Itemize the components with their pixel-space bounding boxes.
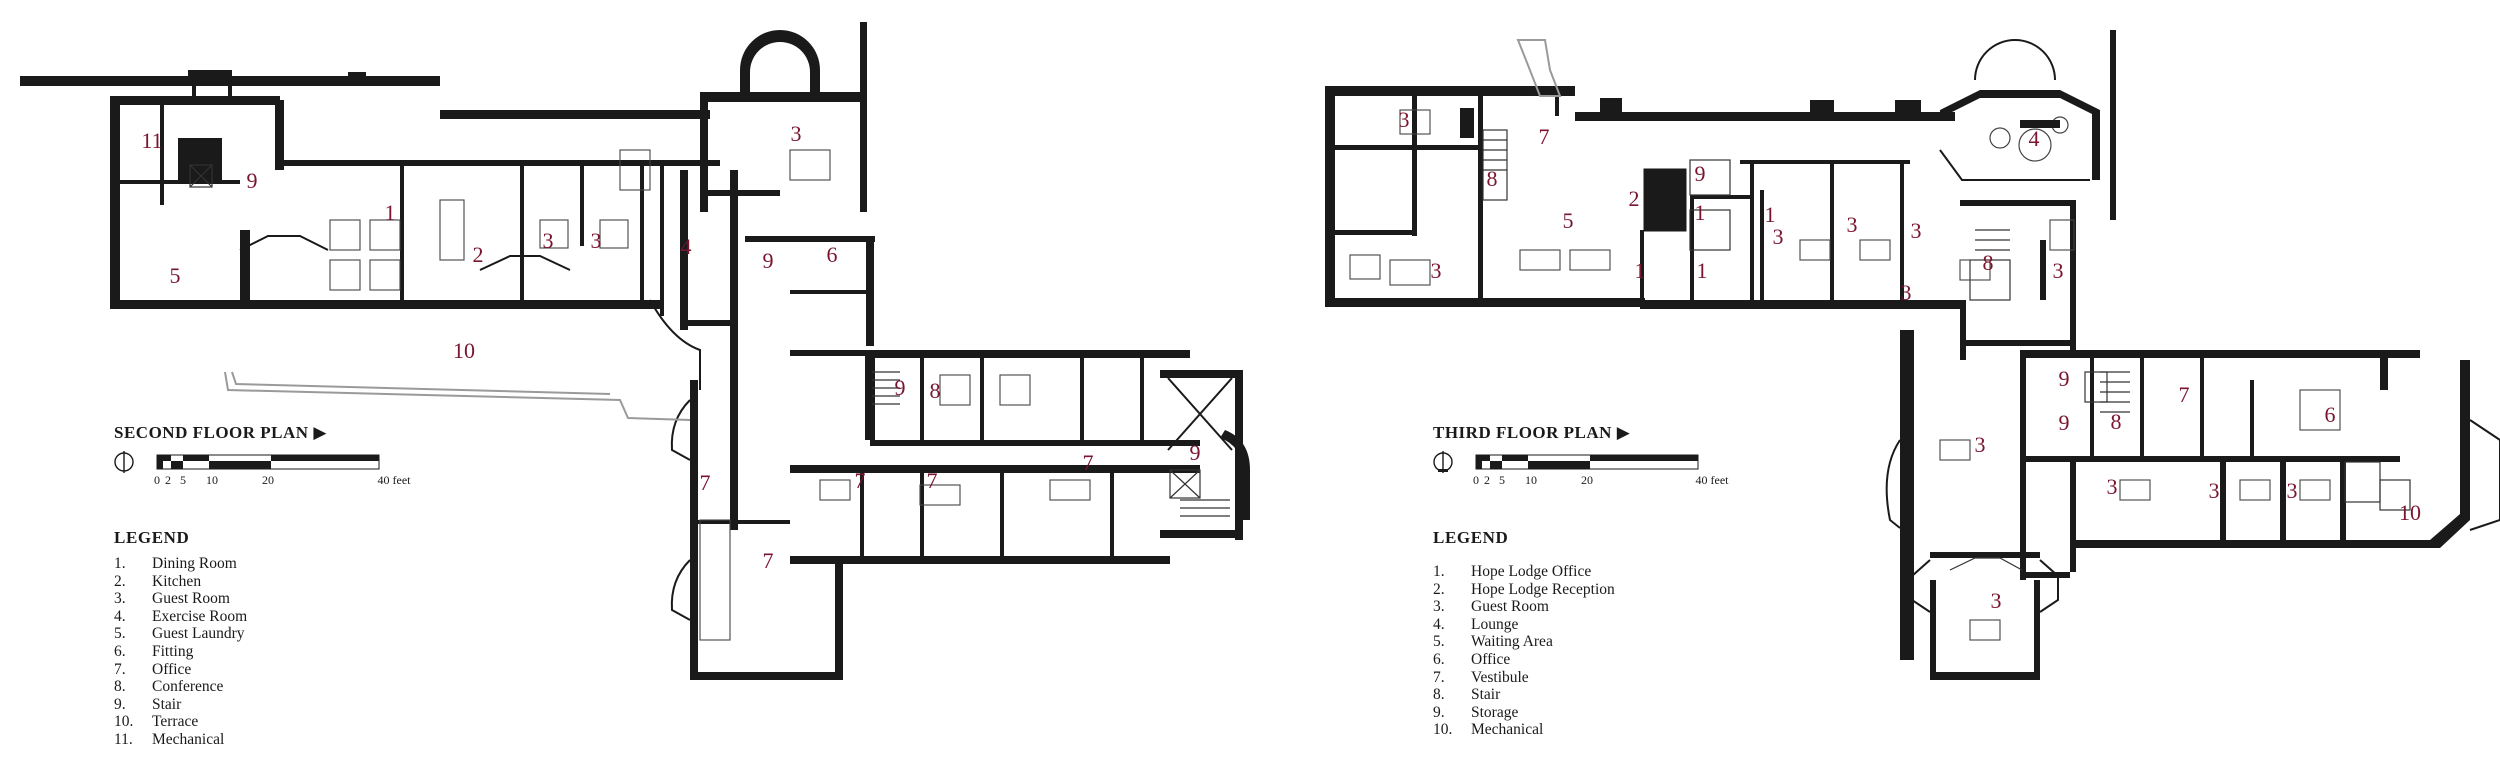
- second-floor-legend-heading: LEGEND: [114, 528, 190, 547]
- arrow-right-icon: ▶: [313, 423, 327, 442]
- room-number-label: 3: [791, 121, 802, 146]
- room-number-label: 3: [2209, 478, 2220, 503]
- room-number-label: 9: [1190, 440, 1201, 465]
- room-number-label: 1: [1765, 202, 1776, 227]
- room-number-label: 8: [1983, 250, 1994, 275]
- room-number-label: 9: [1695, 161, 1706, 186]
- legend-item: 9.Storage: [1433, 703, 1519, 721]
- room-number-label: 6: [827, 242, 838, 267]
- third-floor-plan: 3 7 8 5 2 9 1 1 1 1 3 3 3 3 4 8 3 3 9 9 …: [1325, 30, 2500, 680]
- room-number-label: 5: [1563, 208, 1574, 233]
- room-number-label: 8: [2111, 409, 2122, 434]
- svg-text:20: 20: [262, 473, 274, 487]
- arrow-right-icon: ▶: [1616, 423, 1631, 442]
- room-number-label: 7: [1539, 124, 1550, 149]
- svg-text:0: 0: [1473, 473, 1479, 487]
- room-number-label: 10: [453, 338, 475, 363]
- room-number-label: 3: [1991, 588, 2002, 613]
- legend-item: 7.Vestibule: [1433, 668, 1529, 686]
- room-number-label: 2: [473, 242, 484, 267]
- legend-item: 8.Conference: [114, 678, 224, 696]
- third-floor-legend: 1.Hope Lodge Office 2.Hope Lodge Recepti…: [1433, 563, 1615, 739]
- room-number-label: 3: [1431, 258, 1442, 283]
- svg-text:2: 2: [165, 473, 171, 487]
- room-number-label: 4: [681, 234, 692, 259]
- legend-item: 11.Mechanical: [114, 730, 225, 748]
- room-number-label: 7: [855, 468, 866, 493]
- room-number-label: 3: [1399, 107, 1410, 132]
- room-number-label: 7: [2179, 382, 2190, 407]
- legend-item: 1.Hope Lodge Office: [1433, 563, 1592, 580]
- legend-item: 2.Kitchen: [114, 572, 202, 590]
- svg-text:0: 0: [154, 473, 160, 487]
- room-number-label: 7: [927, 468, 938, 493]
- room-number-label: 9: [895, 375, 906, 400]
- room-number-label: 1: [1695, 200, 1706, 225]
- room-number-label: 1: [1635, 258, 1646, 283]
- svg-text:10: 10: [206, 473, 218, 487]
- svg-text:5: 5: [1499, 473, 1505, 487]
- legend-item: 4.Exercise Room: [114, 607, 248, 625]
- room-number-label: 3: [1901, 280, 1912, 305]
- room-number-label: 9: [2059, 366, 2070, 391]
- room-number-label: 11: [141, 128, 162, 153]
- room-number-label: 6: [2325, 402, 2336, 427]
- second-floor-scale-bar: 0 2 5 10 20 40 feet: [114, 451, 412, 487]
- svg-text:2: 2: [1484, 473, 1490, 487]
- room-number-label: 8: [930, 378, 941, 403]
- room-number-label: 7: [700, 470, 711, 495]
- legend-item: 10.Mechanical: [1433, 721, 1544, 739]
- room-number-label: 3: [2287, 478, 2298, 503]
- legend-item: 6.Office: [1433, 650, 1511, 668]
- legend-item: 4.Lounge: [1433, 615, 1519, 633]
- svg-text:10: 10: [1525, 473, 1537, 487]
- room-number-label: 4: [2029, 126, 2040, 151]
- third-floor-plan-title: THIRD FLOOR PLAN ▶: [1433, 423, 1630, 443]
- room-number-label: 7: [1083, 450, 1094, 475]
- legend-item: 1.Dining Room: [114, 555, 237, 572]
- legend-item: 8.Stair: [1433, 686, 1501, 704]
- svg-text:40 feet: 40 feet: [378, 473, 412, 487]
- room-number-label: 9: [247, 168, 258, 193]
- svg-text:5: 5: [180, 473, 186, 487]
- room-number-label: 8: [1487, 166, 1498, 191]
- third-floor-plan-title-text: THIRD FLOOR PLAN: [1433, 423, 1612, 442]
- legend-item: 9.Stair: [114, 695, 182, 713]
- room-number-label: 3: [1773, 224, 1784, 249]
- room-number-label: 9: [2059, 410, 2070, 435]
- room-number-label: 3: [2107, 474, 2118, 499]
- legend-item: 5.Waiting Area: [1433, 633, 1553, 651]
- room-number-label: 10: [2399, 500, 2421, 525]
- legend-item: 6.Fitting: [114, 642, 194, 660]
- room-number-label: 1: [1697, 258, 1708, 283]
- room-number-label: 3: [591, 228, 602, 253]
- second-floor-plan-title-text: SECOND FLOOR PLAN: [114, 423, 309, 442]
- legend-item: 3.Guest Room: [114, 590, 230, 608]
- room-number-label: 3: [1911, 218, 1922, 243]
- room-number-label: 7: [763, 548, 774, 573]
- legend-item: 5.Guest Laundry: [114, 625, 245, 643]
- room-number-label: 1: [385, 200, 396, 225]
- room-number-label: 2: [1629, 186, 1640, 211]
- room-number-label: 5: [170, 263, 181, 288]
- legend-item: 10.Terrace: [114, 713, 199, 731]
- room-number-label: 3: [1975, 432, 1986, 457]
- legend-item: 2.Hope Lodge Reception: [1433, 580, 1615, 598]
- svg-text:40 feet: 40 feet: [1696, 473, 1730, 487]
- third-floor-legend-heading: LEGEND: [1433, 528, 1509, 547]
- second-floor-plan-title: SECOND FLOOR PLAN ▶: [114, 423, 327, 443]
- room-number-label: 3: [543, 228, 554, 253]
- second-floor-plan: 11 9 1 2 3 3 3 4 5 10 9 6 9 8 7 7 7 7 7 …: [20, 22, 1250, 680]
- legend-item: 7.Office: [114, 660, 192, 678]
- room-number-label: 9: [763, 248, 774, 273]
- legend-item: 3.Guest Room: [1433, 598, 1549, 616]
- room-number-label: 3: [2053, 258, 2064, 283]
- svg-text:20: 20: [1581, 473, 1593, 487]
- second-floor-legend: 1.Dining Room 2.Kitchen 3.Guest Room 4.E…: [114, 555, 247, 749]
- room-number-label: 3: [1847, 212, 1858, 237]
- third-floor-scale-bar: 0 2 5 10 20 40 feet: [1433, 451, 1730, 487]
